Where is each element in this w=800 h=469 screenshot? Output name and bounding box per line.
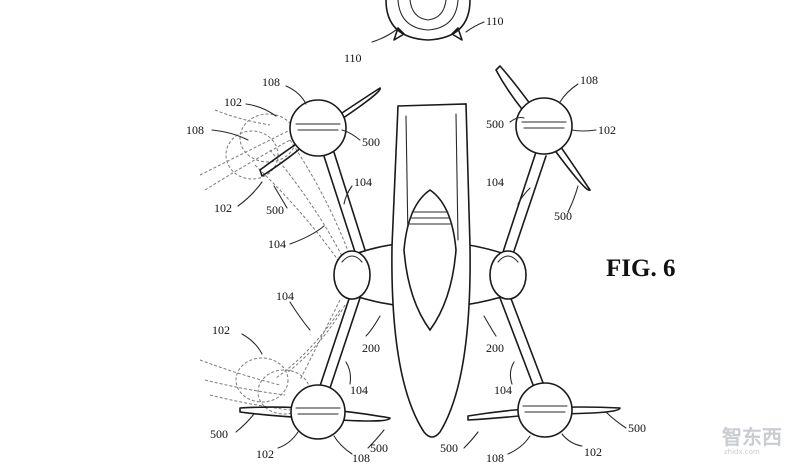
- label-104-ul: 104: [354, 175, 372, 189]
- rotor-upper-left: [259, 87, 381, 177]
- label-500-ul: 500: [362, 135, 380, 149]
- rotor-lower-right: [467, 382, 621, 438]
- label-104-ur: 104: [486, 175, 504, 189]
- label-104-lr: 104: [494, 383, 512, 397]
- label-102-ul: 102: [224, 95, 242, 109]
- label-110-right: 110: [486, 14, 504, 28]
- leader-lines: [211, 21, 627, 455]
- label-500-ur2: 500: [554, 209, 572, 223]
- label-108-ul: 108: [262, 75, 280, 89]
- label-500-lr2: 500: [628, 421, 646, 435]
- label-102-ghost: 102: [214, 201, 232, 215]
- label-108-lr: 108: [486, 451, 504, 465]
- label-102-ll: 102: [256, 447, 274, 461]
- label-104-ghost: 104: [268, 237, 286, 251]
- label-102-lr: 102: [584, 445, 602, 459]
- label-200-right: 200: [486, 341, 504, 355]
- label-500-lr: 500: [440, 441, 458, 455]
- figure-title: FIG. 6: [606, 255, 675, 282]
- label-102-ghost-lower: 102: [212, 323, 230, 337]
- label-200-left: 200: [362, 341, 380, 355]
- top-component-110: [385, 0, 471, 41]
- reference-numerals: 110 110 108 102 108 500 104 102 500 104 …: [186, 14, 646, 465]
- watermark-subtext: zhidx.com: [724, 448, 760, 456]
- label-500-ur: 500: [486, 117, 504, 131]
- label-108-ghost: 108: [186, 123, 204, 137]
- rotor-upper-right: [495, 65, 591, 191]
- label-108-ur: 108: [580, 73, 598, 87]
- fuselage-200: [333, 103, 527, 438]
- watermark: 智东西 zhidx.com: [722, 425, 782, 456]
- label-500-ll-ghost: 500: [210, 427, 228, 441]
- rotor-lower-left: [239, 384, 391, 440]
- label-500-ll: 500: [370, 441, 388, 455]
- label-108-ll: 108: [352, 451, 370, 465]
- watermark-text: 智东西: [722, 425, 782, 449]
- label-102-ur: 102: [598, 123, 616, 137]
- ghost-positions: [199, 109, 353, 415]
- label-104-ll: 104: [350, 383, 368, 397]
- label-500-ghost: 500: [266, 203, 284, 217]
- label-104-ghost-lower: 104: [276, 289, 294, 303]
- label-110-left: 110: [344, 51, 362, 65]
